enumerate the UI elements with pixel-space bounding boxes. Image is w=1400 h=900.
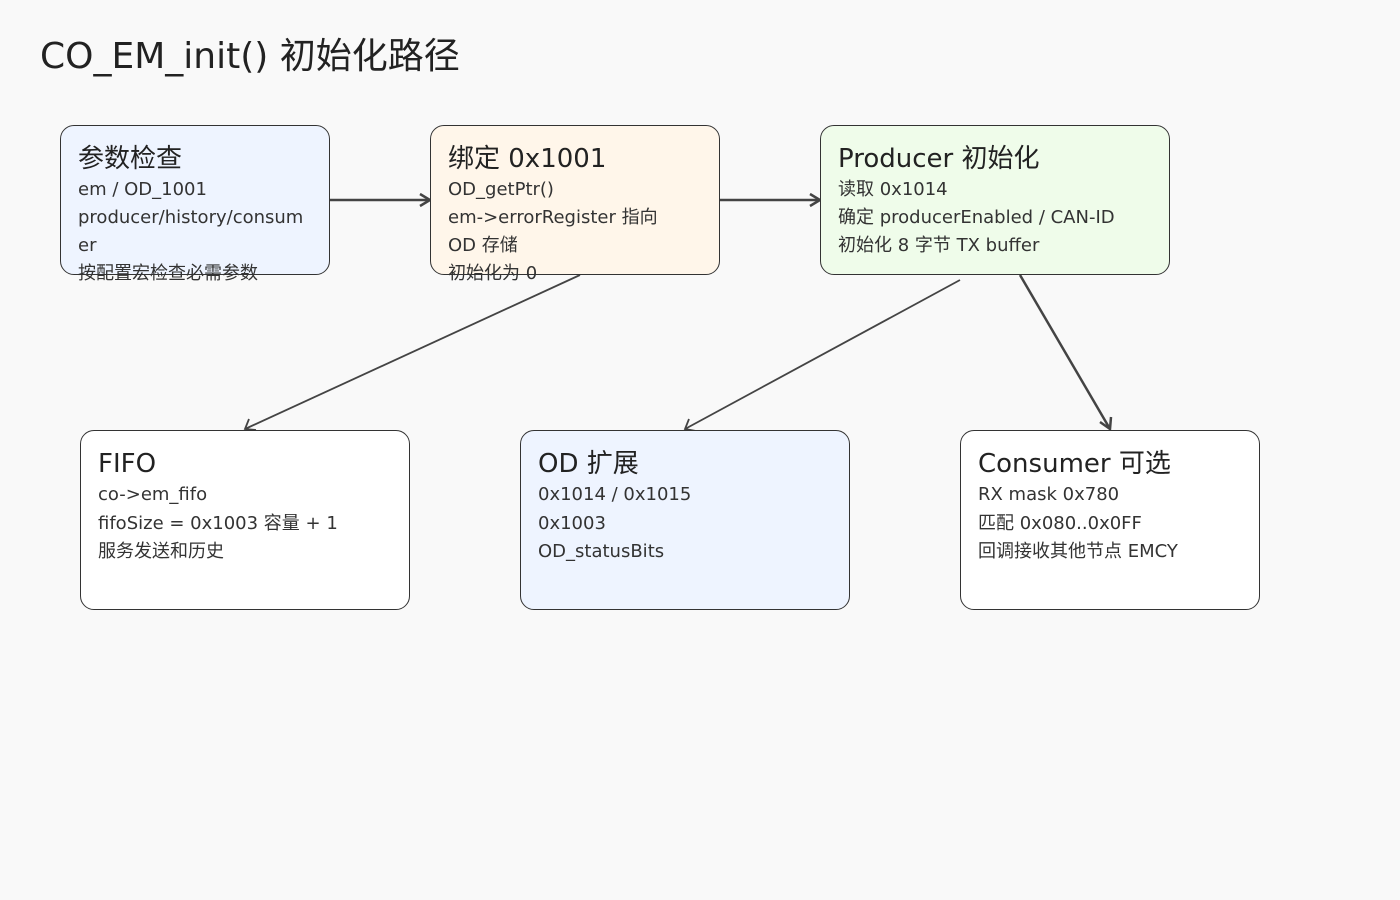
node-od-extension: OD 扩展 0x1014 / 0x1015 0x1003 OD_statusBi… (520, 430, 850, 610)
node-line: OD 存储 (448, 235, 518, 256)
node-title: 绑定 0x1001 (448, 144, 607, 174)
node-line: fifoSize = 0x1003 容量 + 1 (98, 512, 338, 534)
edge-producer-to-od (683, 279, 961, 432)
node-consumer-optional: Consumer 可选 RX mask 0x780 匹配 0x080..0x0F… (960, 430, 1260, 610)
node-line: 初始化 8 字节 TX buffer (838, 235, 1040, 256)
node-title: 参数检查 (78, 144, 183, 174)
edge-bind-to-producer (720, 192, 823, 208)
node-line: 确定 producerEnabled / CAN-ID (838, 207, 1115, 228)
page-title: CO_EM_init() 初始化路径 (40, 36, 460, 77)
edge-producer-to-consumer (1018, 274, 1113, 432)
edge-param-to-bind (330, 192, 433, 208)
node-line: 0x1014 / 0x1015 (538, 484, 692, 505)
node-line: 回调接收其他节点 EMCY (978, 541, 1178, 562)
edge-bind-to-fifo (243, 274, 581, 431)
node-line: 初始化为 0 (448, 263, 538, 284)
node-param-check: 参数检查 em / OD_1001 producer/history/consu… (60, 125, 330, 284)
node-title: OD 扩展 (538, 449, 639, 479)
node-line: 读取 0x1014 (838, 179, 948, 200)
node-line: RX mask 0x780 (978, 484, 1120, 505)
node-fifo: FIFO co->em_fifo fifoSize = 0x1003 容量 + … (80, 430, 410, 610)
node-line: OD_statusBits (538, 541, 665, 562)
node-line: 匹配 0x080..0x0FF (978, 512, 1142, 534)
node-line: 按配置宏检查必需参数 (78, 263, 258, 284)
node-title: Producer 初始化 (838, 144, 1040, 174)
arrowhead-icon (243, 418, 257, 431)
node-line: OD_getPtr() (448, 179, 554, 200)
node-line: 服务发送和历史 (98, 541, 224, 562)
node-line: producer/history/consumer (78, 207, 304, 256)
arrowhead-icon (1099, 416, 1113, 432)
node-bind-0x1001: 绑定 0x1001 OD_getPtr() em->errorRegister … (430, 125, 720, 284)
node-line: em->errorRegister 指向 (448, 207, 658, 228)
node-line: co->em_fifo (98, 484, 208, 505)
node-line: 0x1003 (538, 512, 606, 534)
node-producer-init: Producer 初始化 读取 0x1014 确定 producerEnable… (820, 125, 1170, 275)
node-title: Consumer 可选 (978, 449, 1171, 479)
node-line: em / OD_1001 (78, 179, 207, 200)
node-title: FIFO (98, 449, 157, 479)
